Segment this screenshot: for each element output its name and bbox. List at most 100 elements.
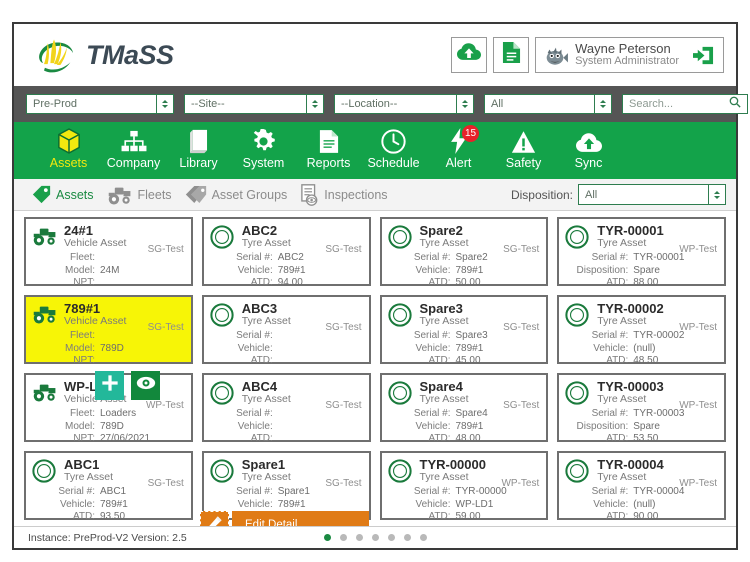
user-account-box[interactable]: Wayne Peterson System Administrator — [535, 37, 724, 73]
pagination-dot[interactable] — [403, 534, 411, 541]
pagination-dot[interactable] — [419, 534, 427, 541]
filter-bar: Pre-Prod --Site-- --Location-- All — [14, 86, 748, 122]
search-box[interactable] — [622, 94, 748, 114]
nav-item-schedule[interactable]: Schedule — [361, 128, 426, 170]
tyre-icon — [387, 381, 414, 405]
asset-card-row: Fleet:Loaders — [32, 408, 184, 421]
nav-item-reports[interactable]: Reports — [296, 128, 361, 170]
asset-card-row-key: ATD: — [250, 433, 273, 445]
sub-nav-item-asset-groups[interactable]: Asset Groups — [181, 185, 297, 204]
asset-card-subtitle: Tyre Asset — [241, 315, 291, 328]
asset-card-row-key: Serial #: — [591, 329, 629, 341]
environment-select[interactable]: Pre-Prod — [26, 94, 174, 114]
asset-card-row-value: 789D — [100, 342, 124, 354]
sub-nav-item-fleets[interactable]: Fleets — [103, 184, 181, 205]
asset-card-title: ABC2 — [241, 223, 278, 238]
nav-item-system[interactable]: System — [231, 128, 296, 170]
chevron-updown-icon — [306, 95, 323, 113]
scope-select[interactable]: All — [484, 94, 612, 114]
nav-item-sync[interactable]: Sync — [556, 128, 621, 170]
asset-card-title: ABC1 — [64, 457, 100, 472]
asset-card-row-value: TYR-00000 — [455, 485, 507, 497]
pagination-dot[interactable] — [371, 534, 379, 541]
asset-card-row: Disposition:Spare — [565, 421, 717, 434]
location-select[interactable]: --Location-- — [334, 94, 474, 114]
asset-card-row: Serial #:TYR-00000 — [388, 486, 540, 499]
document-button[interactable] — [493, 37, 530, 73]
pagination-dot[interactable] — [323, 534, 331, 541]
sub-nav-item-inspections[interactable]: Inspections — [296, 183, 396, 206]
pagination-dot[interactable] — [355, 534, 363, 541]
tyre-icon — [210, 381, 236, 405]
scope-value: All — [491, 98, 504, 110]
user-name: Wayne Peterson — [575, 41, 671, 57]
search-input[interactable] — [629, 98, 729, 110]
context-menu-item-edit-detail[interactable]: Edit Detail — [245, 519, 298, 526]
sub-nav-item-label: Asset Groups — [211, 187, 288, 202]
add-asset-button[interactable] — [95, 371, 124, 400]
tyre-icon — [210, 459, 236, 483]
sub-nav-item-label: Inspections — [324, 187, 388, 202]
document-icon — [319, 128, 339, 154]
nav-item-library[interactable]: Library — [166, 128, 231, 170]
disposition-value: All — [585, 188, 598, 201]
pagination-dot[interactable] — [339, 534, 347, 541]
asset-card-row: Model:789D — [32, 421, 184, 434]
edit-detail-button[interactable] — [200, 511, 229, 526]
asset-card-row-key: Serial #: — [413, 407, 451, 419]
asset-card-row-key: Vehicle: — [593, 342, 629, 354]
asset-card-row: Serial #:TYR-00004 — [565, 486, 717, 499]
search-icon[interactable] — [729, 95, 741, 113]
sub-nav-item-assets[interactable]: Assets — [28, 185, 103, 204]
asset-card-row: Serial #:Spare2 — [388, 252, 540, 265]
asset-card-row-value: Spare4 — [455, 407, 488, 419]
logout-button[interactable] — [692, 45, 715, 66]
tyre-icon — [565, 459, 591, 483]
site-select[interactable]: --Site-- — [184, 94, 324, 114]
asset-card-title: ABC3 — [241, 301, 278, 316]
nav-item-label: Assets — [49, 156, 88, 170]
pagination-dot[interactable] — [387, 534, 395, 541]
asset-card-row-key: ATD: — [428, 511, 451, 523]
cloud-upload-button[interactable] — [451, 37, 488, 73]
asset-card-title: TYR-00000 — [419, 457, 486, 472]
asset-card-row-value: Spare1 — [277, 485, 310, 497]
asset-card-row-key: NPT: — [73, 277, 95, 289]
disposition-select[interactable]: All — [578, 184, 726, 205]
tyre-icon — [387, 225, 414, 249]
nav-item-company[interactable]: Company — [101, 128, 166, 170]
asset-card-row-value: 789#1 — [277, 264, 306, 276]
nav-item-assets[interactable]: Assets — [36, 128, 101, 170]
cloud-upload-icon — [575, 128, 602, 154]
chevron-updown-icon — [156, 95, 173, 113]
asset-card-row-key: NPT: — [73, 355, 95, 367]
view-asset-button[interactable] — [131, 371, 160, 400]
nav-item-safety[interactable]: Safety — [491, 128, 556, 170]
asset-card-row-key: Model: — [64, 342, 95, 354]
